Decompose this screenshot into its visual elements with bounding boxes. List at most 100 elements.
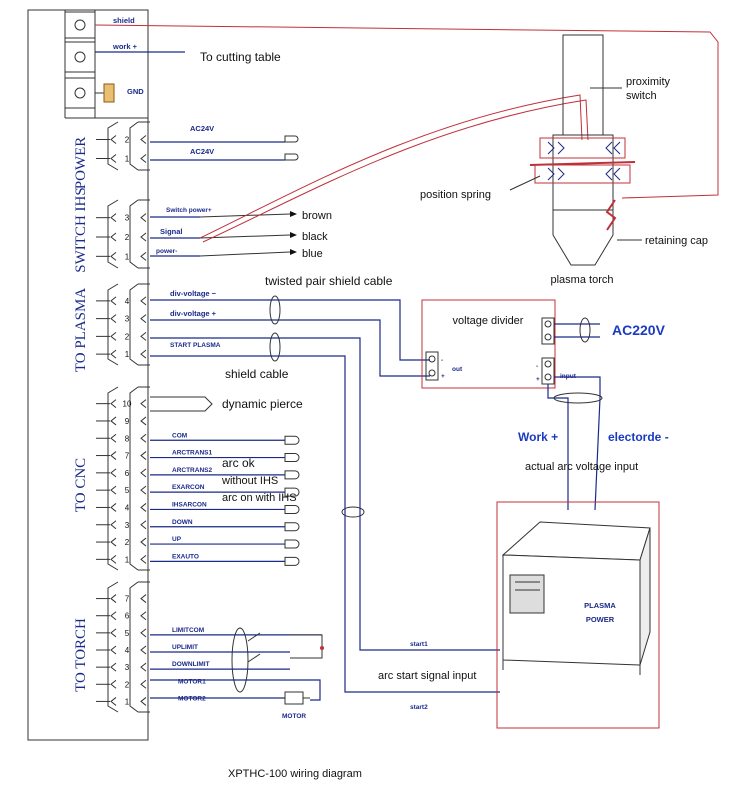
cnc-pin-label: UP	[172, 536, 182, 543]
switch-ihs-pin-2: 2	[125, 233, 130, 242]
cnc-plug-icon	[284, 539, 300, 549]
arc-start-label: arc start signal input	[378, 670, 476, 682]
plasma-pin4-label: div-voltage −	[170, 289, 217, 298]
ihs-pin3-label: Switch power+	[166, 207, 212, 214]
power-pin2-label: AC24V	[190, 124, 214, 133]
power-pin1-label: AC24V	[190, 147, 214, 156]
cnc-pin-label: DOWN	[172, 519, 193, 526]
to-cnc-pin-1: 1	[125, 555, 130, 564]
power-pin-2: 2	[125, 136, 130, 145]
to-plasma-pin-4: 4	[125, 297, 130, 306]
plasma-pin1-label: START PLASMA	[170, 342, 221, 349]
top-terminals	[64, 11, 96, 109]
start1-label: start1	[410, 641, 428, 648]
plasma-pin3-label: div-voltage +	[170, 309, 217, 318]
start2-label: start2	[410, 704, 428, 711]
retaining-cap-label: retaining cap	[645, 235, 708, 247]
arc-on-ihs-label: arc on with IHS	[222, 492, 297, 504]
to-cnc-pin-3: 3	[125, 521, 130, 530]
voltage-divider-title: voltage divider	[453, 315, 524, 327]
to-torch-pin-6: 6	[125, 612, 130, 621]
torch-pin-label: MOTOR2	[178, 695, 206, 702]
to-plasma-pin-1: 1	[125, 350, 130, 359]
switch-ihs-pin-1: 1	[125, 252, 130, 261]
twisted-pair-shield	[269, 295, 281, 325]
to-cnc-title: TO CNC	[73, 458, 89, 512]
brown-wire-label: brown	[302, 210, 332, 222]
power-plug-icons	[284, 135, 299, 161]
controller-body	[27, 9, 149, 741]
cnc-pin-label: EXARCON	[172, 484, 205, 491]
switch-ihs-pin-3: 3	[125, 214, 130, 223]
to-plasma-pin-3: 3	[125, 315, 130, 324]
proximity-cable	[199, 94, 583, 239]
voltage-divider-box	[421, 299, 556, 389]
shield-cable-sleeve	[269, 332, 281, 362]
to-cnc-pin-5: 5	[125, 486, 130, 495]
start-plasma-wire-1	[150, 337, 500, 651]
position-spring-label: position spring	[420, 189, 491, 201]
gnd-terminal	[74, 87, 86, 99]
gnd-icon	[95, 83, 115, 103]
to-cnc-pin-7: 7	[125, 452, 130, 461]
to-torch-pin-7: 7	[125, 595, 130, 604]
work-plus-label: Work +	[518, 430, 558, 444]
plasma-power-cube	[501, 521, 651, 675]
div-voltage-minus-wire	[150, 299, 430, 361]
work-label: work +	[112, 42, 138, 51]
ihs-pin2-label: Signal	[160, 227, 183, 236]
ac220v-label: AC220V	[612, 322, 666, 338]
to-torch-pin-4: 4	[125, 646, 130, 655]
power-title: POWER	[73, 137, 89, 190]
svg-text:-: -	[441, 357, 443, 364]
power-connector: 21	[96, 121, 150, 171]
start-plasma-wire-2	[150, 355, 500, 693]
cnc-plug-icon	[284, 504, 300, 514]
svg-text:+: +	[536, 376, 540, 383]
torch-pin-label: UPLIMIT	[172, 644, 198, 651]
twisted-pair-label: twisted pair shield cable	[265, 274, 393, 288]
power-pin-1: 1	[125, 155, 130, 164]
to-torch-pin-3: 3	[125, 663, 130, 672]
shield-label: shield	[113, 16, 135, 25]
proximity-label-2: switch	[626, 90, 657, 102]
svg-text:-: -	[536, 363, 538, 370]
to-cnc-pin-9: 9	[125, 417, 130, 426]
cnc-plug-icon	[284, 470, 300, 480]
to-cnc-pin-2: 2	[125, 538, 130, 547]
div-voltage-plus-wire	[150, 319, 430, 377]
shield-wire	[94, 24, 719, 199]
torch-pin-label: MOTOR1	[178, 678, 206, 685]
plasma-power-line2: POWER	[586, 615, 615, 624]
without-ihs-label: without IHS	[221, 475, 278, 487]
cutting-table-note: To cutting table	[200, 50, 281, 64]
cnc-pin-label: ARCTRANS2	[172, 467, 212, 474]
arc-ok-label: arc ok	[222, 456, 256, 470]
work-terminal	[74, 51, 86, 63]
black-wire-label: black	[302, 231, 328, 243]
dynamic-pierce-label: dynamic pierce	[222, 397, 303, 411]
plasma-power-box	[496, 501, 660, 729]
to-torch-title: TO TORCH	[73, 618, 89, 692]
to-cnc-pin-6: 6	[125, 469, 130, 478]
cnc-plug-icon	[284, 556, 300, 566]
cnc-plug-icon	[284, 435, 300, 445]
ihs-pin1-label: power-	[156, 248, 177, 255]
plasma-power-line1: PLASMA	[584, 601, 616, 610]
proximity-label-1: proximity	[626, 76, 671, 88]
motor-label: MOTOR	[282, 713, 306, 720]
shield-cable-label: shield cable	[225, 367, 289, 381]
to-torch-connector: 7 6 5 4 3 2 1	[96, 581, 150, 713]
shield-terminal	[74, 19, 86, 31]
cnc-pin-label: ARCTRANS1	[172, 450, 212, 457]
to-torch-pin-5: 5	[125, 629, 130, 638]
to-torch-pin-1: 1	[125, 697, 130, 706]
cnc-plug-icon	[284, 453, 300, 463]
switch-ihs-connector: 3 2 1	[96, 199, 150, 269]
to-cnc-pin-4: 4	[125, 503, 130, 512]
plasma-torch	[529, 34, 636, 266]
torch-pin-label: DOWNLIMIT	[172, 661, 210, 668]
to-torch-pin-2: 2	[125, 680, 130, 689]
